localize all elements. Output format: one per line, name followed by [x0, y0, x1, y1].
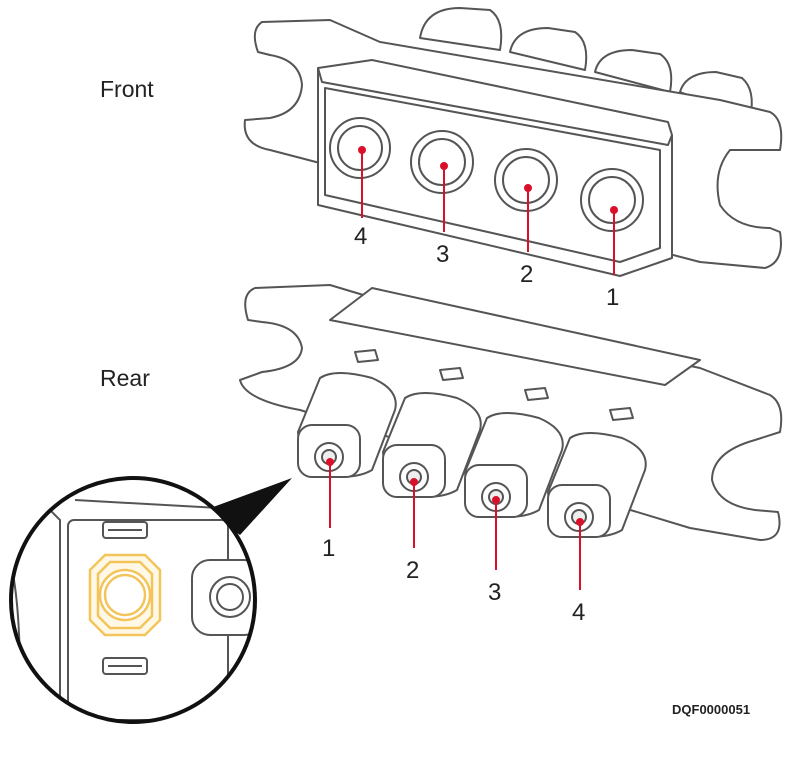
rear-view-label: Rear: [100, 365, 150, 391]
rear-pin-label: 4: [572, 599, 585, 626]
front-pin-label: 3: [436, 241, 449, 268]
front-pin-label: 4: [354, 223, 367, 250]
zoom-callout: [9, 476, 292, 724]
rear-barrel-3: [464, 412, 564, 518]
front-socket-3: [410, 130, 474, 194]
front-view-label: Front: [100, 76, 154, 102]
document-id: DQF0000051: [672, 702, 750, 717]
rear-leaders: [326, 458, 584, 590]
front-connector: [243, 7, 783, 277]
front-pin-label: 1: [606, 284, 619, 311]
front-pin-label: 2: [520, 261, 533, 288]
front-leaders: [358, 146, 618, 275]
rear-connector: [239, 284, 783, 541]
rear-pin-label: 3: [488, 579, 501, 606]
rear-barrel-2: [382, 392, 482, 498]
rear-pin-label: 1: [322, 535, 335, 562]
front-socket-2: [494, 148, 558, 212]
rear-barrel-1: [297, 372, 397, 478]
front-socket-1: [580, 168, 644, 232]
highlighted-socket: [88, 553, 162, 637]
rear-barrel-4: [547, 432, 647, 538]
rear-pin-label: 2: [406, 557, 419, 584]
